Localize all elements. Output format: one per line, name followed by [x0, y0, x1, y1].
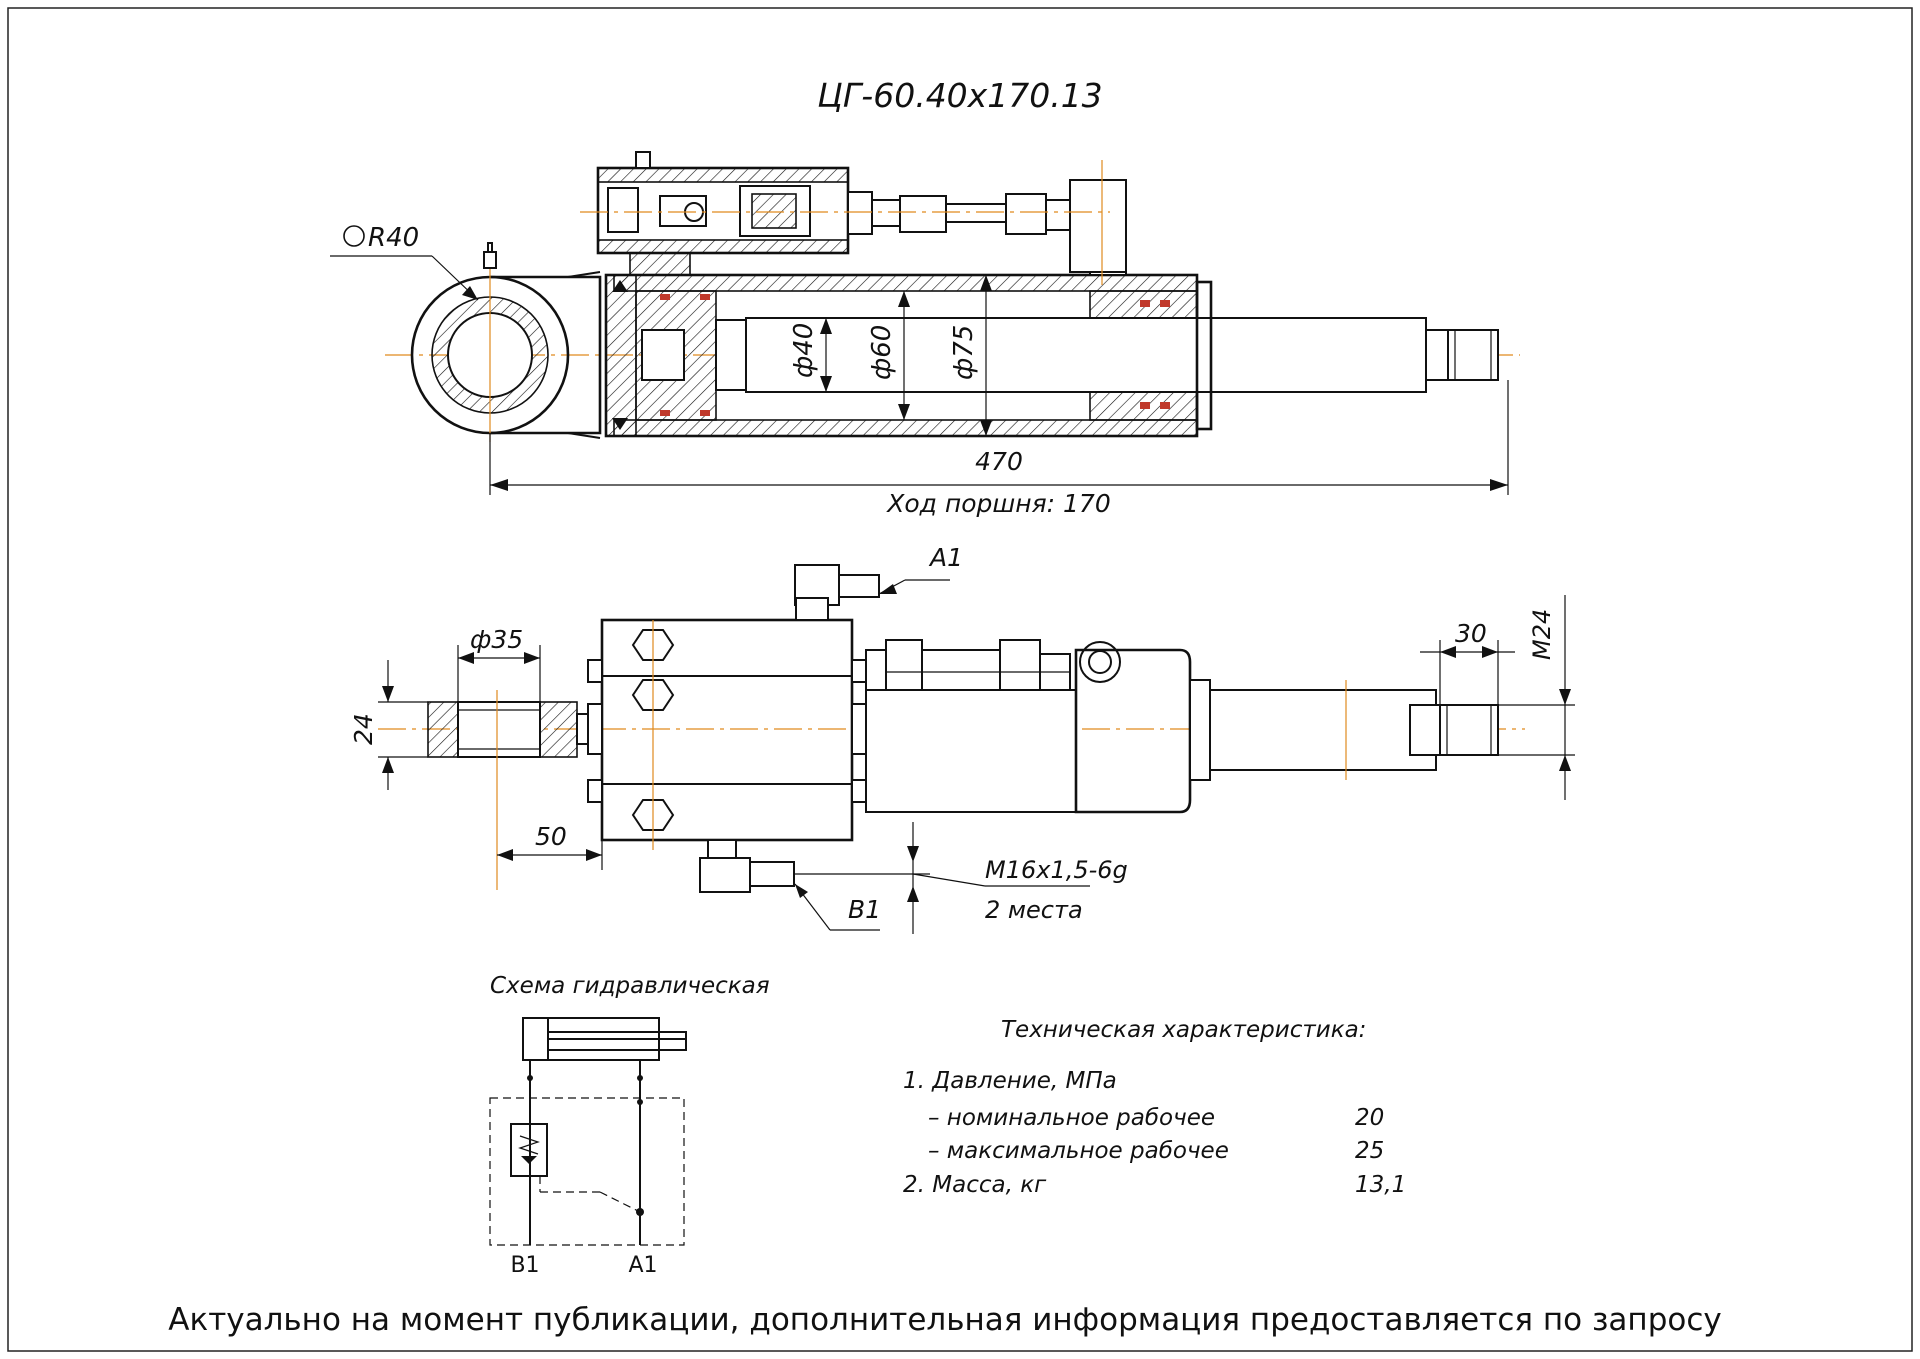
svg-text:24: 24: [349, 713, 378, 745]
sectional-view: R40: [330, 151, 1520, 518]
stroke-label: Ход поршня: 170: [885, 489, 1111, 518]
spec-label-4: 2. Масса, кг: [903, 1172, 1047, 1198]
svg-text:B1: B1: [848, 895, 881, 924]
spec-label-3: – максимальное рабочее: [928, 1138, 1229, 1164]
rod-eye: [410, 242, 602, 442]
svg-text:2 места: 2 места: [985, 896, 1083, 924]
eye-profile: [427, 690, 603, 890]
spec-value-4: 13,1: [1355, 1172, 1406, 1198]
spec-label-2: – номинальное рабочее: [928, 1105, 1215, 1131]
drawing-frame: [7, 7, 1913, 1352]
svg-text:A1: A1: [928, 543, 963, 572]
svg-text:B1: B1: [510, 1253, 539, 1278]
svg-text:30: 30: [1455, 619, 1487, 648]
port-a1-fitting: A1: [794, 543, 963, 621]
svg-text:ф60: ф60: [867, 325, 897, 380]
svg-text:ф75: ф75: [949, 325, 979, 380]
spec-value-3: 25: [1355, 1138, 1384, 1164]
length-dimension: 470 Ход поршня: 170: [489, 380, 1509, 518]
hydraulic-schematic: Схема гидравлическая B1 A1: [489, 973, 770, 1278]
radius-callout: R40: [330, 223, 479, 301]
piston-rod: [745, 317, 1499, 393]
spec-value-2: 20: [1355, 1105, 1384, 1131]
svg-text:M16x1,5-6g: M16x1,5-6g: [985, 856, 1128, 884]
side-view: ф35 24 50: [349, 543, 1575, 934]
svg-text:ф35: ф35: [470, 625, 523, 654]
svg-text:R40: R40: [368, 223, 419, 253]
svg-text:ф40: ф40: [789, 323, 819, 378]
footer-note: Актуально на момент публикации, дополнит…: [168, 1302, 1721, 1338]
port-thread-callout: M16x1,5-6g 2 места: [907, 822, 1128, 934]
spec-label-1: 1. Давление, МПа: [903, 1068, 1117, 1094]
valve-block-side: [587, 618, 867, 850]
diameter-callouts: ф40 ф60 ф75: [789, 275, 992, 436]
svg-text:M24: M24: [1528, 609, 1556, 660]
spec-table: Техническая характеристика: 1. Давление,…: [903, 1017, 1406, 1198]
schematic-caption: Схема гидравлическая: [490, 973, 770, 999]
valve-block: [580, 151, 1127, 285]
svg-text:A1: A1: [628, 1253, 657, 1278]
piston: [635, 290, 747, 421]
cylinder-side: [865, 648, 1499, 814]
eye-dimensions: ф35 24 50: [349, 625, 603, 870]
drawing-title: ЦГ-60.40х170.13: [817, 76, 1102, 115]
rod-end-dimensions: 30 M24: [1420, 595, 1575, 800]
port-b1-fitting: B1: [699, 839, 930, 931]
spec-heading: Техническая характеристика:: [1001, 1017, 1366, 1043]
length-label: 470: [975, 447, 1023, 476]
svg-text:50: 50: [535, 822, 567, 851]
gland: [1089, 280, 1213, 431]
